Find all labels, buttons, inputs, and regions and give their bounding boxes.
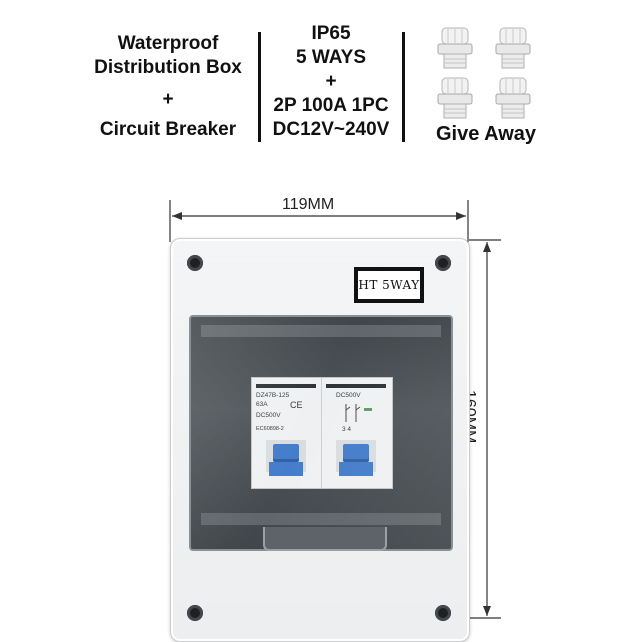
height-dimension-line: [469, 239, 501, 619]
header-left-line3: Circuit Breaker: [99, 119, 237, 140]
header-mid-line2: 5 WAYS: [295, 47, 367, 68]
breaker-toggle-right[interactable]: [343, 444, 369, 462]
breaker-pole-right: DC500V 3 4: [322, 378, 391, 488]
breaker-voltage-right: DC500V: [336, 392, 361, 399]
circuit-breaker: DZ47B-125 63A CE DC500V EC60898-2 DC500V: [251, 377, 393, 489]
header-mid-plus: +: [325, 71, 337, 92]
breaker-schematic-icon: [345, 404, 372, 422]
width-label: 119MM: [282, 196, 335, 213]
breaker-label-bar: [326, 384, 386, 388]
width-dimension-line: [169, 200, 469, 242]
cover-latch[interactable]: [263, 527, 387, 551]
label-tag: HT 5WAY: [354, 267, 424, 303]
transparent-cover[interactable]: DZ47B-125 63A CE DC500V EC60898-2 DC500V: [189, 315, 453, 551]
breaker-ce-mark: CE: [290, 400, 303, 410]
distribution-box: HT 5WAY DZ47B-125 63A CE DC500V EC60898-…: [170, 238, 470, 642]
breaker-model: DZ47B-125: [256, 392, 290, 399]
header-mid-line4: DC12V~240V: [272, 119, 390, 140]
header-left-line1: Waterproof: [117, 33, 219, 54]
breaker-standard: EC60898-2: [256, 426, 284, 432]
breaker-rating: 63A: [256, 401, 268, 408]
header-divider-left: [258, 32, 261, 142]
din-rail-top: [201, 325, 441, 337]
screw-icon: [187, 255, 203, 271]
giveaway-label: Give Away: [435, 123, 537, 145]
header-left-line2: Distribution Box: [94, 57, 242, 78]
screw-icon: [435, 605, 451, 621]
header-mid-block: IP65 5 WAYS + 2P 100A 1PC DC12V~240V: [262, 22, 400, 142]
header-left-block: Waterproof Distribution Box + Circuit Br…: [78, 32, 258, 142]
screw-icon: [187, 605, 203, 621]
breaker-voltage-left: DC500V: [256, 412, 281, 419]
breaker-pole-left: DZ47B-125 63A CE DC500V EC60898-2: [252, 378, 322, 488]
header-divider-right: [402, 32, 405, 142]
header-mid-line1: IP65: [311, 23, 351, 44]
screw-icon: [435, 255, 451, 271]
label-tag-text: HT 5WAY: [357, 270, 421, 300]
header-left-plus: +: [162, 89, 174, 110]
din-rail-bottom: [201, 513, 441, 525]
breaker-toggle-left[interactable]: [273, 444, 299, 462]
breaker-terminals: 3 4: [342, 426, 352, 433]
header-mid-line3: 2P 100A 1PC: [273, 95, 389, 116]
breaker-label-bar: [256, 384, 316, 388]
